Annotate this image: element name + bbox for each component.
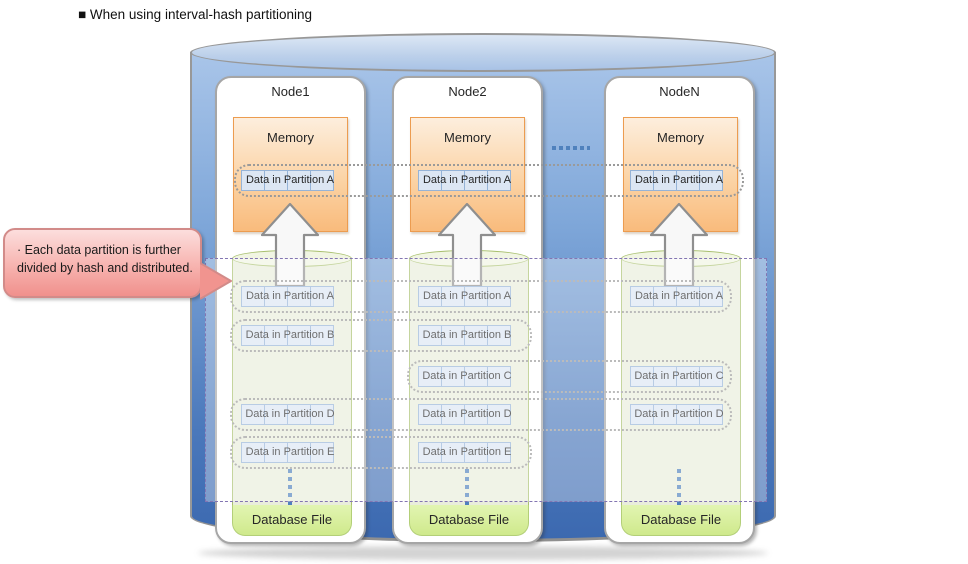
nodeN-memory-partition-chip: Data in Partition A: [623, 170, 735, 191]
hash-cells: [630, 170, 723, 191]
nodeN-memory-label: Memory: [657, 130, 704, 145]
partition-chip-label: Data in Partition C: [634, 370, 724, 382]
partition-chip-label: Data in Partition B: [245, 329, 335, 341]
node1-memory-partition-chip: Data in Partition A: [234, 170, 346, 191]
hash-group-partition-b: [230, 319, 532, 352]
partition-chip-label: Data in Partition D: [245, 408, 335, 420]
partition-chip-label: Data in Partition A: [422, 290, 512, 302]
partition-chip-label: Data in Partition D: [422, 408, 512, 420]
page-title: ■ When using interval-hash partitioning: [78, 7, 313, 22]
ellipsis-dots: [552, 146, 590, 150]
hash-cells: [241, 325, 334, 346]
hash-cells: [418, 366, 511, 387]
node2-partition-e-chip: Data in Partition E: [411, 442, 523, 463]
nodeN-title: NodeN: [659, 84, 700, 99]
node2-memory-label: Memory: [444, 130, 491, 145]
hash-cells: [418, 325, 511, 346]
node1-partition-d-chip: Data in Partition D: [234, 404, 346, 425]
node2-memory-partition-chip: Data in Partition A: [411, 170, 523, 191]
node1-partition-e-chip: Data in Partition E: [234, 442, 346, 463]
nodeN-dbfile-label: Database File: [621, 505, 741, 536]
hash-cells: [241, 404, 334, 425]
hash-group-partition-c: [407, 360, 732, 393]
node2-partition-c-chip: Data in Partition C: [411, 366, 523, 387]
cluster-cylinder-top: [190, 33, 776, 72]
hash-cells: [418, 286, 511, 307]
callout-pointer-icon: [200, 262, 232, 300]
node1-dbfile-label: Database File: [232, 505, 352, 536]
partition-chip-label: Data in Partition A: [245, 174, 335, 186]
hash-group-partition-e: [230, 436, 532, 469]
node1-partition-b-chip: Data in Partition B: [234, 325, 346, 346]
partition-chip-label: Data in Partition A: [634, 174, 724, 186]
partition-chip-label: Data in Partition D: [634, 408, 724, 420]
hash-cells: [241, 442, 334, 463]
hash-group-partition-d: [230, 398, 732, 431]
hash-group-memory-a: [234, 164, 744, 197]
cylinder-shadow: [198, 546, 768, 560]
node2-continuation-dots: [465, 469, 469, 505]
node1-partition-a-chip: Data in Partition A: [234, 286, 346, 307]
hash-cells: [418, 170, 511, 191]
node1-continuation-dots: [288, 469, 292, 505]
partition-chip-label: Data in Partition C: [422, 370, 512, 382]
callout-text: · Each data partition is further divided…: [17, 243, 193, 276]
partition-chip-label: Data in Partition A: [634, 290, 724, 302]
partition-chip-label: Data in Partition A: [245, 290, 335, 302]
hash-group-partition-a: [230, 280, 732, 313]
node1-title: Node1: [271, 84, 310, 99]
partition-chip-label: Data in Partition E: [245, 446, 335, 458]
node1-memory-label: Memory: [267, 130, 314, 145]
hash-cells: [418, 442, 511, 463]
partition-selection-overlay: [205, 258, 767, 502]
partition-chip-label: Data in Partition B: [422, 329, 512, 341]
hash-cells: [241, 170, 334, 191]
partition-chip-label: Data in Partition A: [422, 174, 512, 186]
partition-chip-label: Data in Partition E: [422, 446, 512, 458]
node2-partition-b-chip: Data in Partition B: [411, 325, 523, 346]
hash-cells: [418, 404, 511, 425]
node2-partition-a-chip: Data in Partition A: [411, 286, 523, 307]
callout-bubble: · Each data partition is further divided…: [3, 228, 202, 298]
node2-dbfile-label: Database File: [409, 505, 529, 536]
node2-title: Node2: [448, 84, 487, 99]
node2-partition-d-chip: Data in Partition D: [411, 404, 523, 425]
nodeN-continuation-dots: [677, 469, 681, 505]
hash-cells: [241, 286, 334, 307]
